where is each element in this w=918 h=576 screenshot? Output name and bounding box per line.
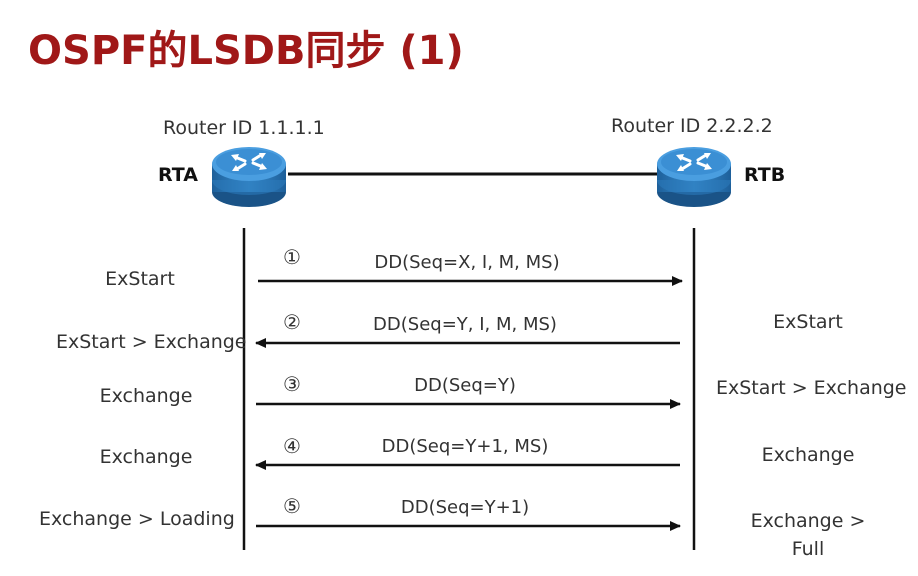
router-a-id-label: Router ID 1.1.1.1 bbox=[163, 117, 325, 139]
rtb-state-2: ExStart > Exchange bbox=[716, 377, 907, 399]
message-1-number: ① bbox=[283, 245, 301, 269]
rta-state-5: Exchange > Loading bbox=[39, 508, 235, 530]
page-title: OSPF的LSDB同步 (1) bbox=[28, 28, 464, 74]
message-2-label: DD(Seq=Y, I, M, MS) bbox=[373, 314, 557, 335]
rta-state-3: Exchange bbox=[99, 385, 193, 407]
rtb-state-4-line2: Full bbox=[791, 538, 825, 560]
rtb-state-1: ExStart bbox=[773, 311, 843, 333]
message-5-label: DD(Seq=Y+1) bbox=[400, 497, 530, 518]
rtb-state-4-line1: Exchange > bbox=[750, 510, 866, 532]
router-a-icon bbox=[209, 140, 289, 210]
message-1-label: DD(Seq=X, I, M, MS) bbox=[374, 252, 560, 273]
message-4-label: DD(Seq=Y+1, MS) bbox=[381, 436, 549, 457]
router-b-name: RTB bbox=[744, 164, 786, 186]
rta-state-2: ExStart > Exchange bbox=[56, 331, 247, 353]
message-3-label: DD(Seq=Y) bbox=[414, 375, 516, 396]
message-4-number: ④ bbox=[283, 434, 301, 458]
message-2-number: ② bbox=[283, 310, 301, 334]
rta-state-4: Exchange bbox=[99, 446, 193, 468]
router-b-icon bbox=[654, 140, 734, 210]
message-3-number: ③ bbox=[283, 372, 301, 396]
rta-state-1: ExStart bbox=[105, 268, 175, 290]
router-a-name: RTA bbox=[158, 164, 198, 186]
rtb-state-3: Exchange bbox=[761, 444, 855, 466]
message-5-number: ⑤ bbox=[283, 494, 301, 518]
router-b-id-label: Router ID 2.2.2.2 bbox=[611, 115, 773, 137]
